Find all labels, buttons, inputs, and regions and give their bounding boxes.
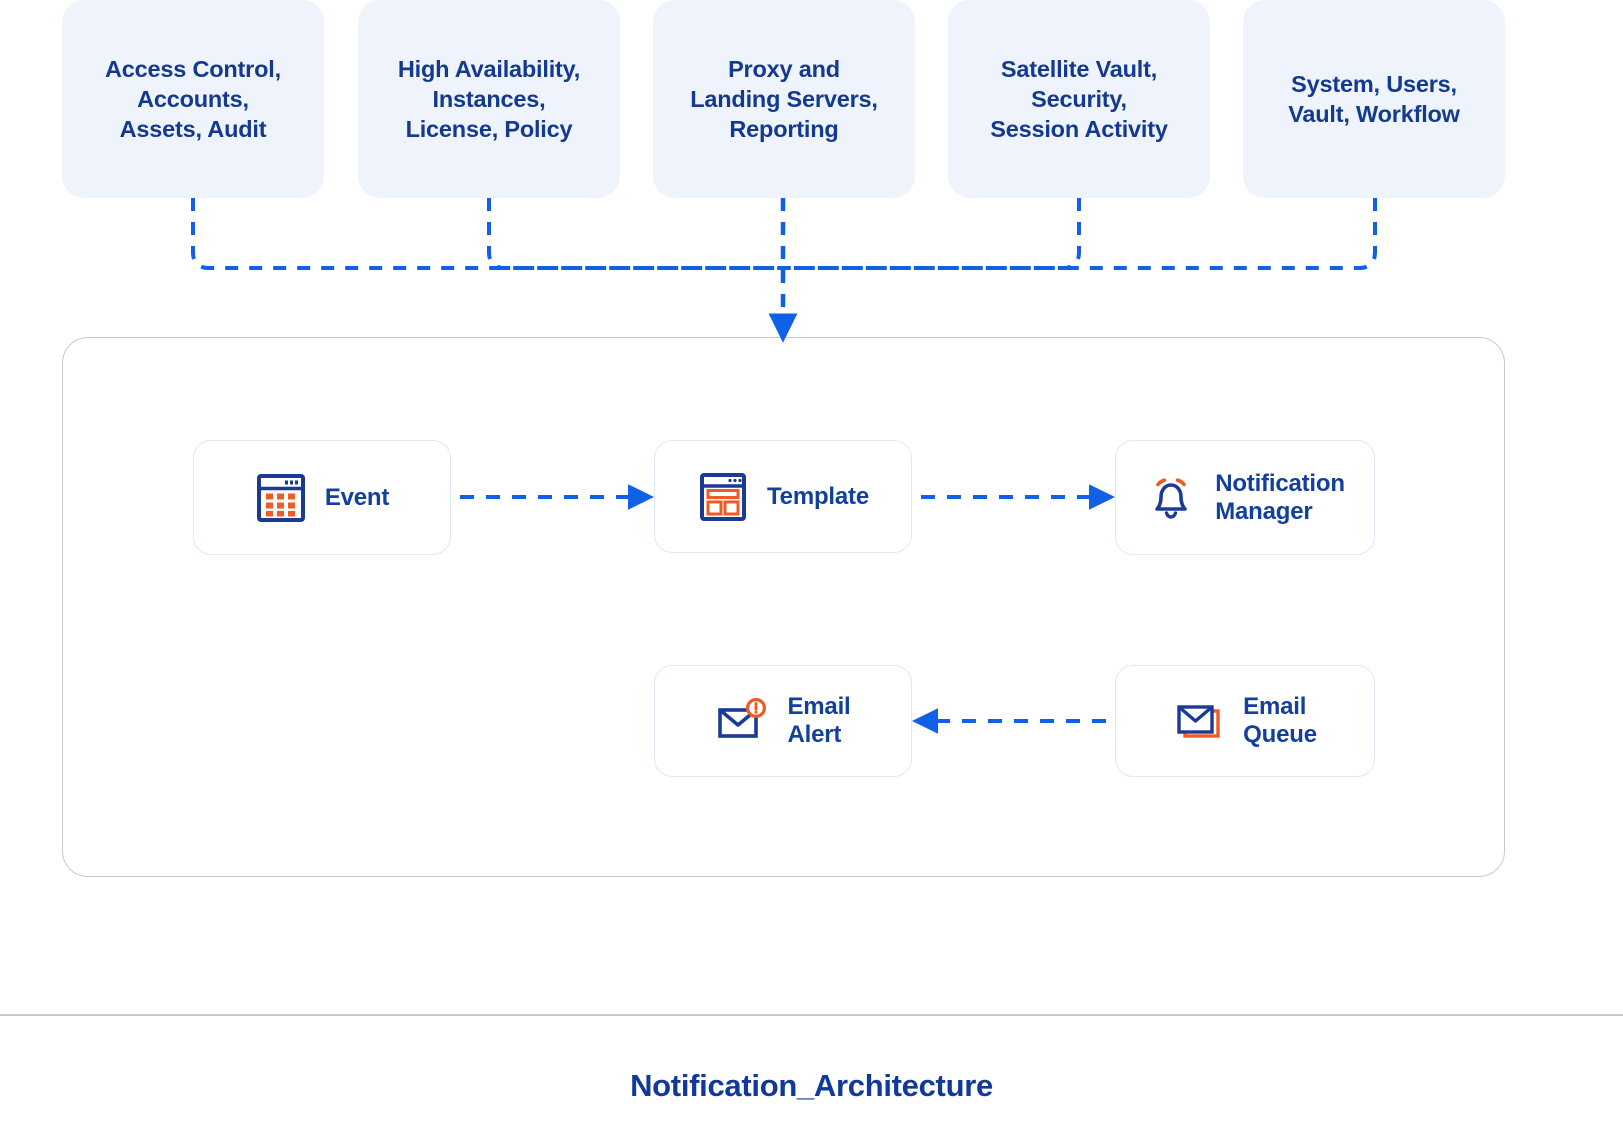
source-card-label: System, Users, Vault, Workflow	[1288, 71, 1460, 127]
source-card-proxy-landing[interactable]: Proxy and Landing Servers, Reporting	[653, 0, 915, 198]
envelope-stack-icon	[1173, 696, 1225, 746]
node-email-queue[interactable]: Email Queue	[1115, 665, 1375, 777]
node-label: Template	[767, 482, 869, 510]
flow-system-users-to-bus	[783, 198, 1377, 270]
source-card-high-availability[interactable]: High Availability, Instances, License, P…	[358, 0, 620, 198]
node-label: Event	[324, 483, 390, 511]
source-card-label: High Availability, Instances, License, P…	[397, 56, 581, 142]
calendar-grid-icon	[255, 472, 307, 524]
source-card-label: Access Control, Accounts, Assets, Audit	[105, 56, 281, 142]
node-template[interactable]: Template	[654, 440, 912, 553]
flow-access-control-to-bus	[191, 198, 783, 270]
node-notification-manager[interactable]: Notification Manager	[1115, 440, 1375, 555]
footer-divider	[0, 1014, 1623, 1016]
diagram-title: Notification_Architecture	[630, 1068, 993, 1103]
node-label: Notification Manager	[1215, 469, 1345, 525]
node-label: Email Queue	[1243, 693, 1317, 748]
source-card-label: Satellite Vault, Security, Session Activ…	[990, 56, 1168, 142]
source-card-access-control[interactable]: Access Control, Accounts, Assets, Audit	[62, 0, 324, 198]
flow-high-availability-to-bus	[487, 198, 783, 270]
bell-icon	[1145, 472, 1197, 524]
notification-system-panel	[62, 337, 1505, 877]
source-card-system-users[interactable]: System, Users, Vault, Workflow	[1243, 0, 1505, 198]
flow-satellite-vault-to-bus	[783, 198, 1081, 270]
node-email-alert[interactable]: Email Alert	[654, 665, 912, 777]
browser-template-icon	[697, 471, 749, 523]
node-label: Email Alert	[787, 693, 851, 748]
node-event[interactable]: Event	[193, 440, 451, 555]
source-card-label: Proxy and Landing Servers, Reporting	[690, 56, 878, 142]
envelope-alert-icon	[715, 696, 769, 746]
source-card-satellite-vault[interactable]: Satellite Vault, Security, Session Activ…	[948, 0, 1210, 198]
